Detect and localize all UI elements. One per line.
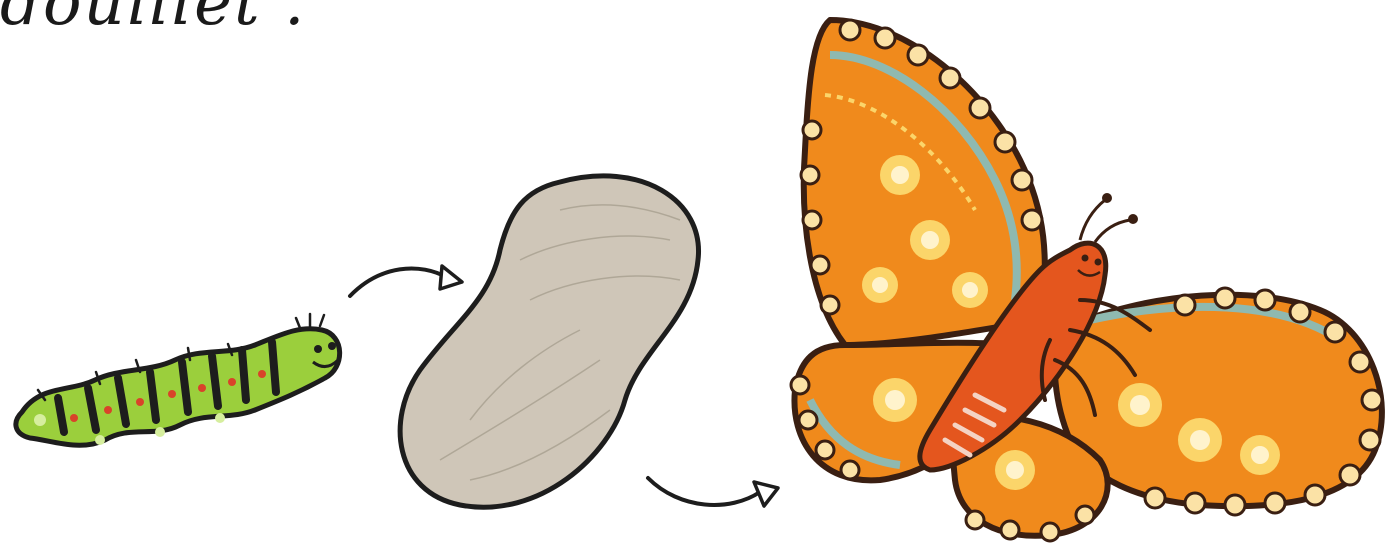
arrow-icon bbox=[350, 266, 462, 296]
cocoon-icon bbox=[400, 176, 698, 507]
butterfly-icon bbox=[791, 20, 1382, 541]
arrow-icon bbox=[648, 478, 778, 506]
caterpillar-icon bbox=[16, 314, 340, 445]
